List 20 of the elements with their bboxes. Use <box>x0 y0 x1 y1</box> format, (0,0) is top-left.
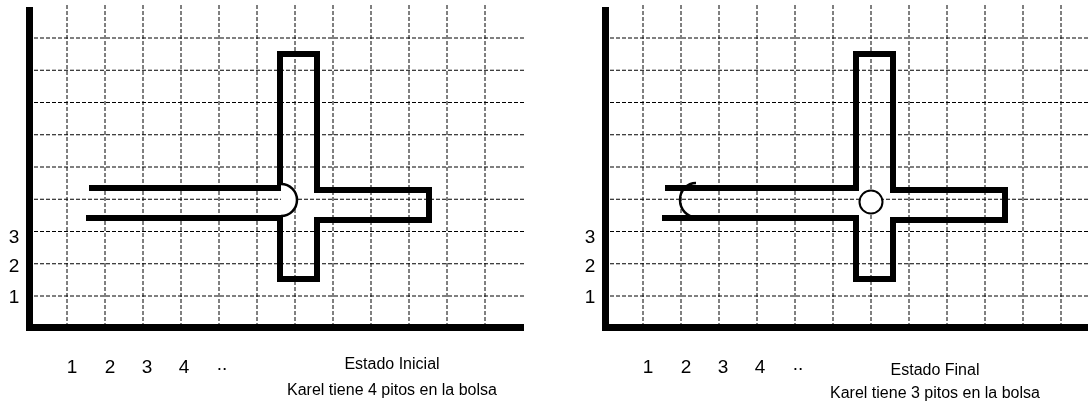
column-number: 2 <box>104 357 116 377</box>
panel-title: Estado Final <box>890 361 980 379</box>
column-number: 1 <box>642 357 654 377</box>
column-number: 4 <box>754 357 766 377</box>
column-number: 4 <box>178 357 190 377</box>
column-number: 3 <box>141 357 153 377</box>
row-number: 1 <box>584 287 596 307</box>
column-number: 3 <box>717 357 729 377</box>
column-number: .. <box>792 354 804 374</box>
panel-caption: Karel tiene 4 pitos en la bolsa <box>287 381 497 399</box>
row-number: 2 <box>584 256 596 276</box>
row-number: 1 <box>8 287 20 307</box>
panel-title: Estado Inicial <box>344 355 440 373</box>
panel-caption: Karel tiene 3 pitos en la bolsa <box>830 384 1040 402</box>
row-number: 2 <box>8 256 20 276</box>
row-number: 3 <box>584 227 596 247</box>
column-number: 2 <box>680 357 692 377</box>
row-number: 3 <box>8 227 20 247</box>
column-number: .. <box>216 354 228 374</box>
column-number: 1 <box>66 357 78 377</box>
